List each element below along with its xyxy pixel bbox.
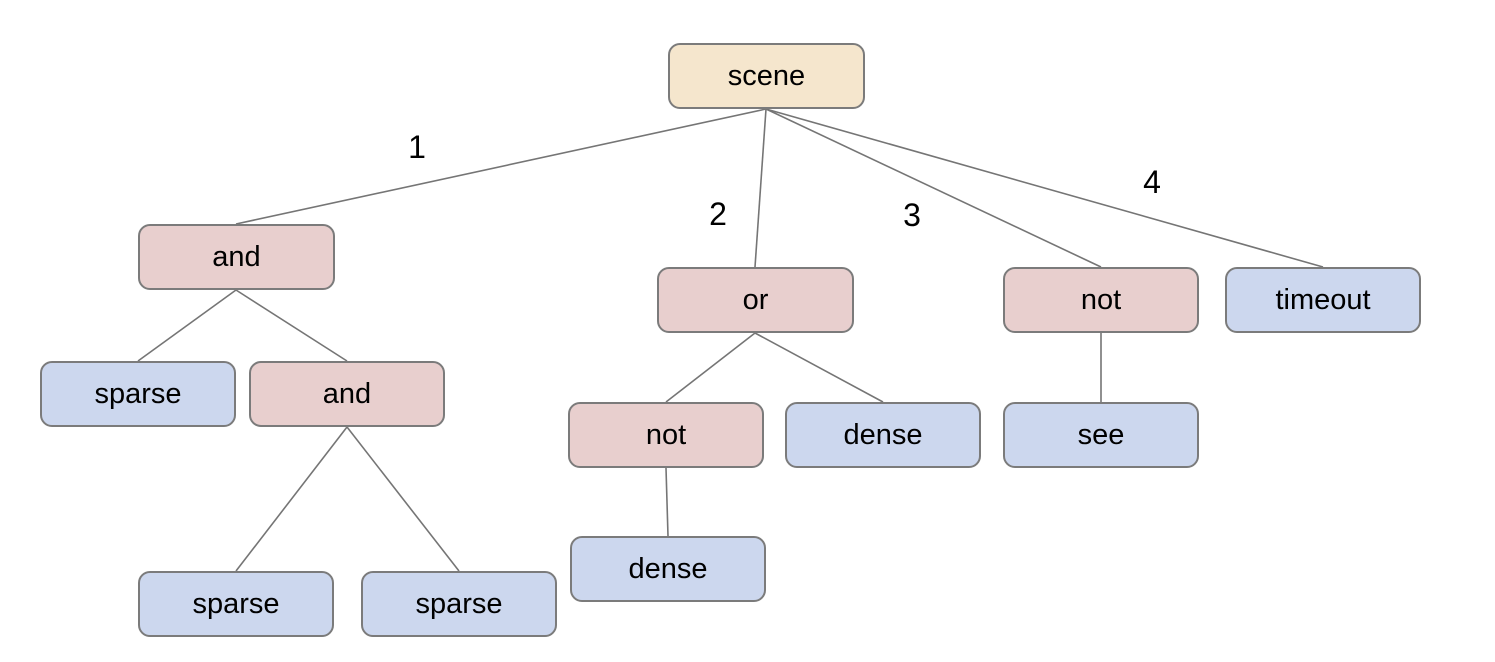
node-sparse-inner-1: sparse — [138, 571, 334, 637]
node-sparse-inner-2: sparse — [361, 571, 557, 637]
edge-and-sparse — [137, 289, 237, 362]
node-and-inner: and — [249, 361, 445, 427]
node-see: see — [1003, 402, 1199, 468]
edge-scene-and — [235, 108, 767, 225]
edge-and2-sparse2 — [346, 426, 460, 572]
edge-label-1: 1 — [408, 129, 426, 165]
edge-and-and — [235, 289, 348, 362]
edge-scene-not — [765, 108, 1102, 268]
edge-and2-sparse — [235, 426, 348, 572]
node-not: not — [1003, 267, 1199, 333]
node-dense: dense — [785, 402, 981, 468]
node-or: or — [657, 267, 854, 333]
edge-scene-timeout — [765, 108, 1324, 268]
edge-or-not — [665, 332, 756, 403]
node-scene: scene — [668, 43, 865, 109]
node-timeout: timeout — [1225, 267, 1421, 333]
edge-scene-or — [754, 108, 767, 268]
node-dense-inner: dense — [570, 536, 766, 602]
node-sparse: sparse — [40, 361, 236, 427]
edge-not2-dense — [665, 467, 669, 537]
edge-label-2: 2 — [709, 196, 727, 232]
node-and: and — [138, 224, 335, 290]
edge-or-dense — [754, 332, 884, 403]
edge-label-3: 3 — [903, 197, 921, 233]
edge-label-4: 4 — [1143, 164, 1161, 200]
node-not-inner: not — [568, 402, 764, 468]
